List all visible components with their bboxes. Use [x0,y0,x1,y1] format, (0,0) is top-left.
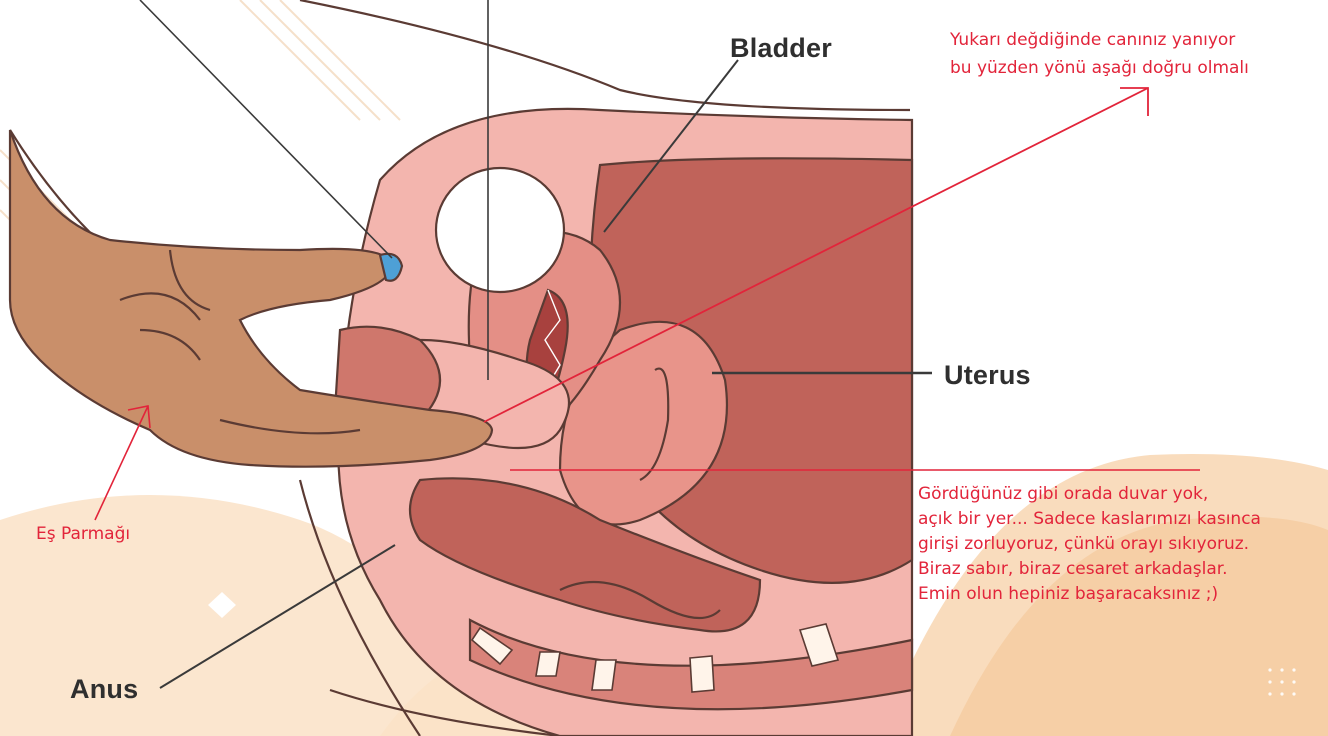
bottom-annotation-line: açık bir yer... Sadece kaslarımızı kasın… [918,509,1261,529]
top-annotation-line: bu yüzden yönü aşağı doğru olmalı [950,58,1249,78]
bottom-annotation-line: girişi zorluyoruz, çünkü orayı sıkıyoruz… [918,534,1250,554]
partner-hand [8,129,494,468]
pelvic-tissue [333,107,914,736]
partner-finger-label: Eş Parmağı [36,524,131,544]
bottom-annotation: Gördüğünüz gibi orada duvar yok, açık bi… [918,482,1261,607]
bottom-annotation-line: Emin olun hepiniz başaracaksınız ;) [918,584,1219,604]
top-annotation: Yukarı değdiğinde canınız yanıyor bu yüz… [950,26,1249,82]
bottom-annotation-line: Gördüğünüz gibi orada duvar yok, [918,484,1209,504]
bottom-annotation-line: Biraz sabır, biraz cesaret arkadaşlar. [918,559,1228,579]
anus-label: Anus [70,674,139,704]
bladder-label: Bladder [730,33,832,63]
top-annotation-line: Yukarı değdiğinde canınız yanıyor [950,30,1236,50]
leader-lines [94,0,1200,689]
uterus-label: Uterus [944,360,1031,390]
